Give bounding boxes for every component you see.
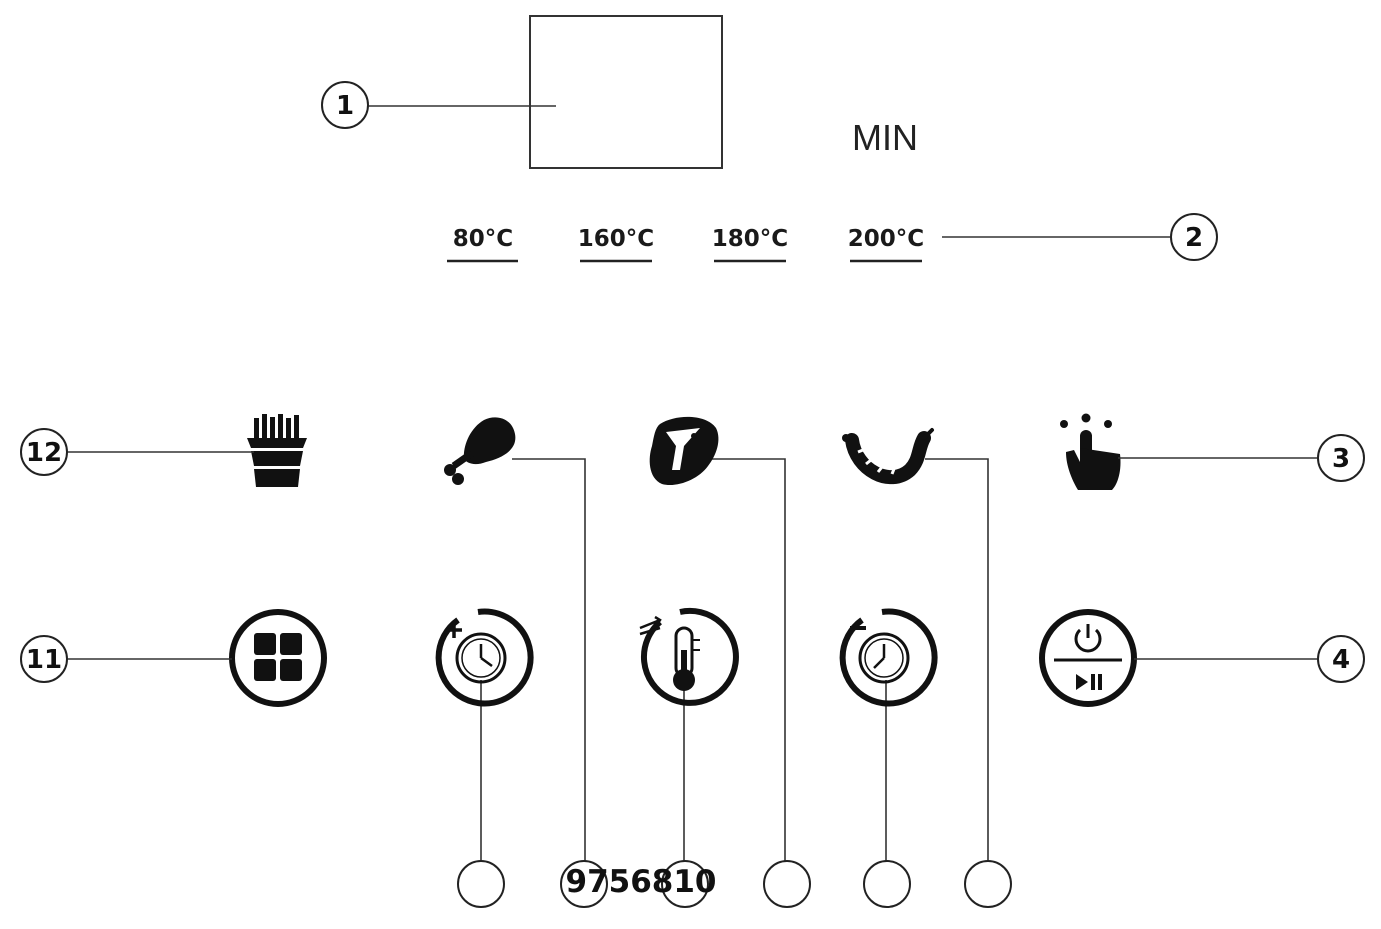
temp-160[interactable]: 160°C	[578, 226, 654, 252]
timer-minus-icon[interactable]	[839, 608, 938, 707]
thermometer-icon[interactable]	[639, 607, 739, 706]
bottom-callout-circle	[661, 860, 709, 908]
bottom-callout-circle	[763, 860, 811, 908]
timer-plus-icon[interactable]	[435, 608, 534, 707]
temp-200[interactable]: 200°C	[848, 226, 924, 252]
temperature-presets: 80°C 160°C 180°C 200°C	[447, 226, 924, 263]
display-window	[529, 15, 723, 169]
callout-2-circle	[1170, 213, 1218, 261]
callout-11-circle	[20, 635, 68, 683]
chicken-leg-icon[interactable]	[444, 417, 516, 485]
callout-4-circle	[1317, 635, 1365, 683]
bottom-callout-circle	[457, 860, 505, 908]
temp-180[interactable]: 180°C	[712, 226, 788, 252]
bottom-callout-numbers: 9756810	[566, 864, 717, 900]
steak-icon[interactable]	[649, 416, 719, 486]
callout-3-number: 3	[1332, 444, 1350, 474]
chicken-leader	[512, 458, 586, 862]
callout-11-number: 11	[26, 645, 62, 675]
power-play-pause-icon[interactable]	[1039, 609, 1137, 707]
callout-12-number: 12	[26, 438, 62, 468]
callout-1-number: 1	[336, 91, 354, 121]
fries-icon[interactable]	[247, 414, 307, 487]
shrimp-leader	[925, 458, 989, 862]
grid-menu-icon[interactable]	[229, 609, 327, 707]
min-label: MIN	[852, 117, 918, 158]
callout-2-number: 2	[1185, 223, 1203, 253]
shrimp-icon[interactable]	[842, 428, 934, 485]
callout-12-circle	[20, 428, 68, 476]
callout-3-circle	[1317, 434, 1365, 482]
touch-hand-icon[interactable]	[1060, 413, 1121, 491]
bottom-callout-circle	[964, 860, 1012, 908]
bottom-callout-circle	[863, 860, 911, 908]
callout-4-number: 4	[1332, 645, 1350, 675]
callout-1-circle	[321, 81, 369, 129]
steak-leader	[712, 458, 786, 862]
temp-80[interactable]: 80°C	[453, 226, 513, 252]
bottom-callout-circle	[560, 860, 608, 908]
